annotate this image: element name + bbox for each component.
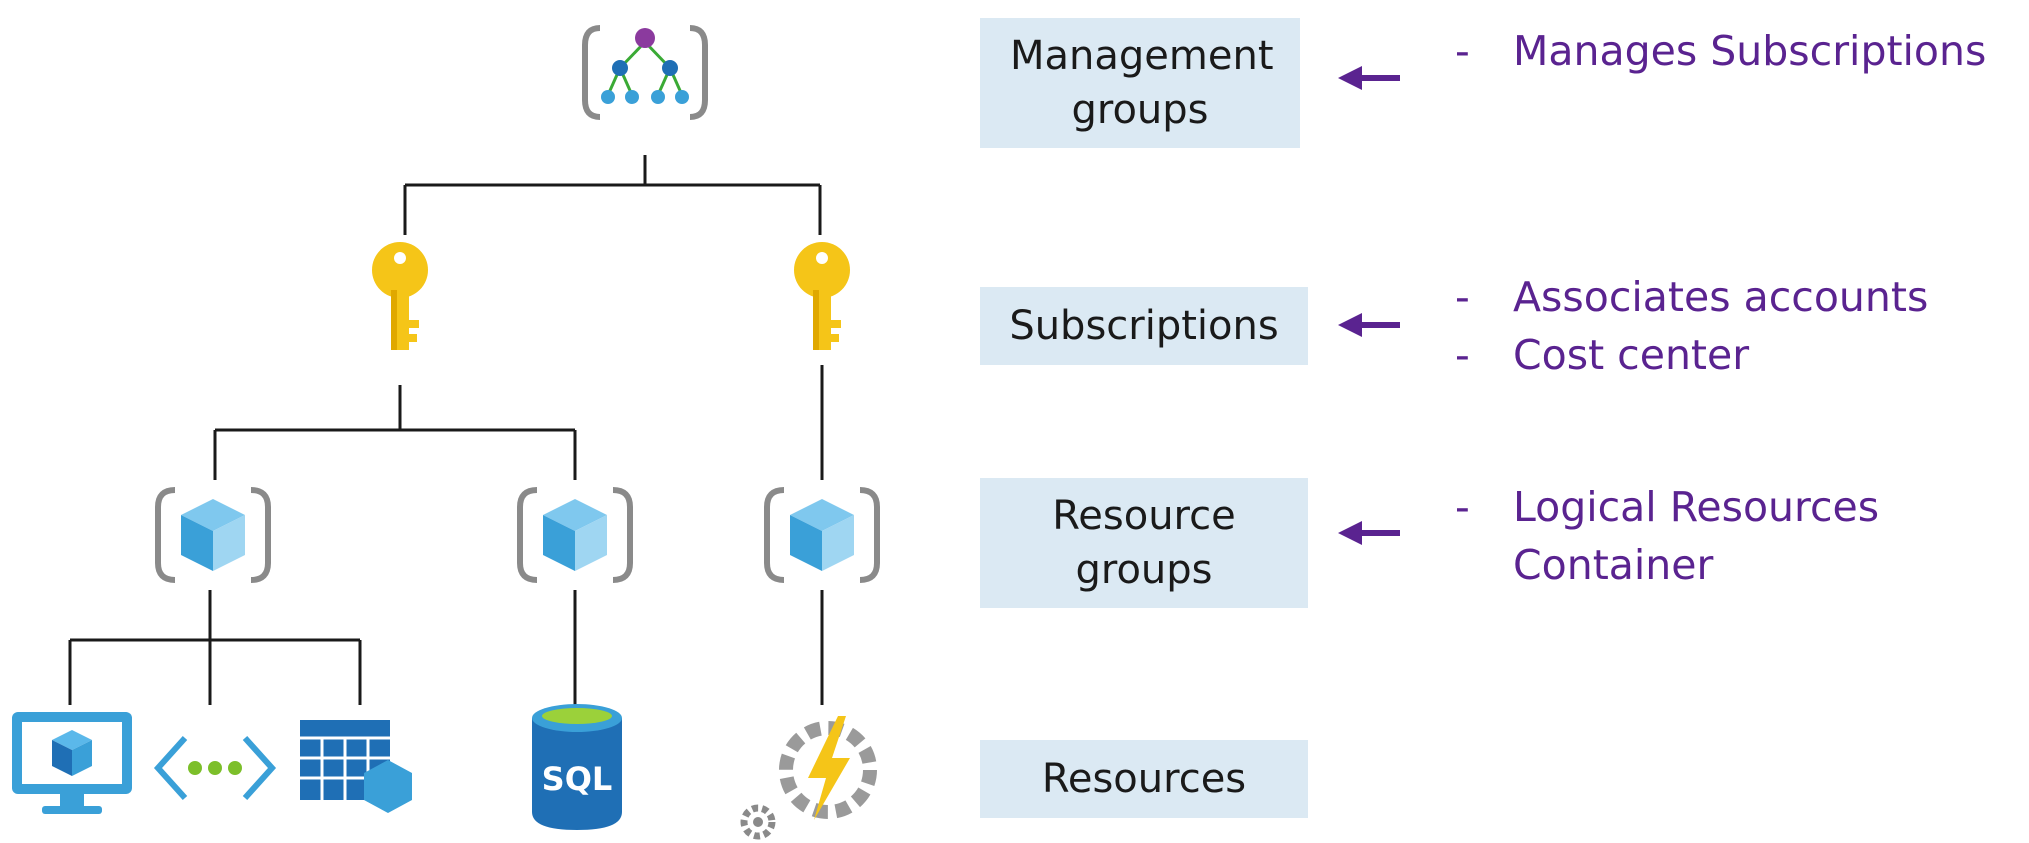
note-dash: - (1455, 483, 1470, 531)
management-group-icon (582, 25, 708, 120)
label-resources: Resources (980, 740, 1308, 818)
label-text: Resource groups (1052, 493, 1236, 593)
hierarchy-tree: SQL (12, 25, 880, 840)
virtual-network-icon (153, 735, 277, 801)
key-icon (794, 242, 850, 350)
sql-label: SQL (542, 760, 613, 798)
note-associates-accounts: -Associates accounts (1455, 268, 1928, 326)
label-text: Resources (1041, 756, 1247, 802)
note-text: Container (1513, 541, 1714, 589)
connector-sub1-to-rgs (213, 385, 577, 480)
storage-table-icon (300, 720, 412, 813)
note-text: Cost center (1513, 331, 1750, 379)
note-text: Logical Resources (1513, 483, 1880, 531)
arrow-left-icon (1338, 313, 1400, 337)
sql-database-icon: SQL (532, 704, 622, 830)
note-text: Associates accounts (1513, 273, 1929, 321)
arrow-left-icon (1338, 521, 1400, 545)
virtual-machine-icon (12, 712, 132, 814)
connector-root-to-subs (403, 155, 822, 235)
note-logical-resources: -Logical Resources (1455, 478, 1879, 536)
note-manages-subscriptions: -Manages Subscriptions (1455, 22, 1986, 80)
function-app-icon (740, 716, 877, 840)
note-cost-center: -Cost center (1455, 326, 1749, 384)
note-dash: - (1455, 27, 1470, 75)
note-text: Manages Subscriptions (1513, 27, 1987, 75)
key-icon (372, 242, 428, 350)
arrow-left-icon (1338, 66, 1400, 90)
connector-lines (68, 155, 824, 705)
label-management-groups: Management groups (980, 18, 1300, 148)
label-subscriptions: Subscriptions (980, 287, 1308, 365)
resource-group-cube-icon (155, 487, 271, 583)
connector-rg1-to-resources (68, 590, 362, 705)
label-text: Subscriptions (1009, 303, 1279, 349)
note-dash: - (1455, 331, 1470, 379)
label-text: Management groups (1010, 33, 1274, 133)
note-container: Container (1455, 536, 1713, 594)
resource-group-cube-icon (764, 487, 880, 583)
label-resource-groups: Resource groups (980, 478, 1308, 608)
note-dash: - (1455, 273, 1470, 321)
resource-group-cube-icon (517, 487, 633, 583)
